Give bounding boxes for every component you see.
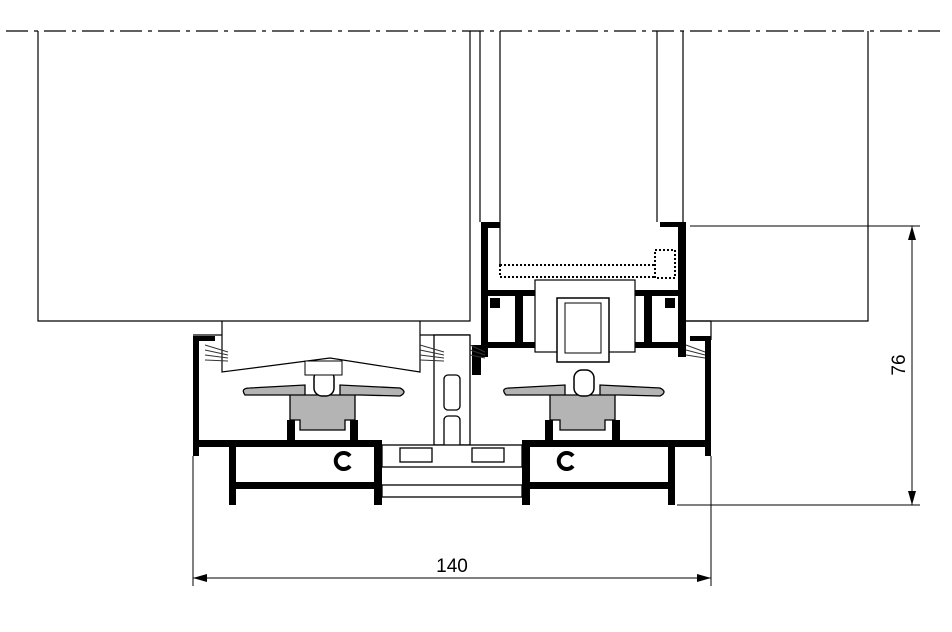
width-dimension-label: 140 [436,556,468,577]
glazing-seal [499,264,676,278]
glazing-seal [654,249,676,279]
dimension-lines [192,225,920,586]
brush-seal [204,344,706,362]
screw-channel [333,451,575,471]
lower-frame-profile [193,336,711,505]
right-pane-outline [685,31,869,322]
lock-hardware-right [503,369,665,440]
height-dimension-label: 76 [889,354,910,375]
roller-block [556,297,610,363]
lock-hardware-left [242,360,405,440]
roller-block [564,302,602,354]
dimension-arrows [193,226,916,582]
left-pane-outline [37,31,471,322]
central-mullion [381,334,523,498]
